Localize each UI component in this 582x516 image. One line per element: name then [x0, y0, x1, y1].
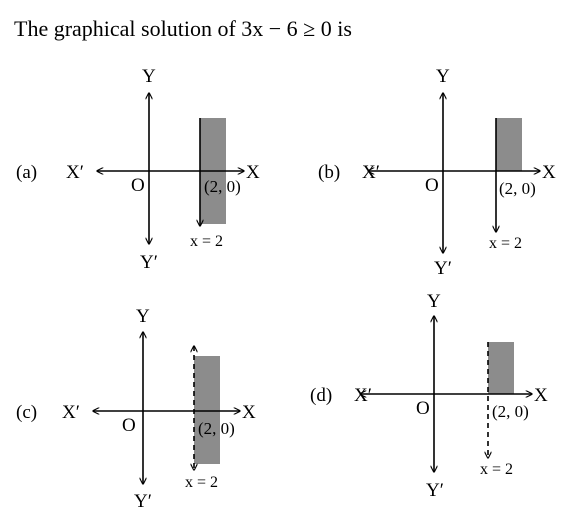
option-a-origin-label: O	[131, 175, 145, 196]
option-b-y-neg-label: Y′	[434, 258, 452, 279]
option-c-label: (c)	[16, 402, 37, 423]
option-d-shaded-region	[488, 342, 514, 394]
option-b-graph[interactable]: (b) X X′ Y Y′ O (2, 0) x = 2	[318, 66, 556, 279]
option-a-label: (a)	[16, 162, 37, 183]
option-d-x-label: X	[534, 385, 548, 406]
option-c-line-label: x = 2	[185, 474, 218, 491]
option-a-point-label: (2, 0)	[204, 177, 241, 196]
question-text: The graphical solution of 3x − 6 ≥ 0 is	[14, 16, 352, 41]
option-b-label: (b)	[318, 162, 340, 183]
option-d-x-neg-label: X′	[354, 385, 372, 406]
option-a-line-label: x = 2	[190, 233, 223, 250]
option-c-y-neg-label: Y′	[134, 491, 152, 512]
option-a-y-label: Y	[142, 66, 156, 87]
option-d-line-label: x = 2	[480, 461, 513, 478]
option-b-shaded-region	[496, 118, 522, 171]
option-b-point-label: (2, 0)	[499, 179, 536, 198]
option-c-shaded-region	[194, 356, 220, 464]
option-a-y-neg-label: Y′	[140, 252, 158, 273]
option-c-graph[interactable]: (c) X X′ Y Y′ O (2, 0) x = 2	[16, 306, 256, 512]
option-d-y-neg-label: Y′	[426, 480, 444, 501]
option-c-origin-label: O	[122, 415, 136, 436]
option-b-line-label: x = 2	[489, 235, 522, 252]
option-c-point-label: (2, 0)	[198, 419, 235, 438]
option-b-origin-label: O	[425, 175, 439, 196]
option-c-x-label: X	[242, 402, 256, 423]
option-d-graph[interactable]: (d) X X′ Y Y′ O (2, 0) x = 2	[310, 291, 548, 501]
option-d-origin-label: O	[416, 398, 430, 419]
option-d-point-label: (2, 0)	[492, 402, 529, 421]
option-b-x-neg-label: X′	[362, 162, 380, 183]
option-c-y-label: Y	[136, 306, 150, 327]
option-d-label: (d)	[310, 385, 332, 406]
option-b-x-label: X	[542, 162, 556, 183]
option-a-x-neg-label: X′	[66, 162, 84, 183]
option-a-graph[interactable]: (a) X X′ Y Y′ O (2, 0) x = 2	[16, 66, 260, 273]
option-a-x-label: X	[246, 162, 260, 183]
option-c-x-neg-label: X′	[62, 402, 80, 423]
option-d-y-label: Y	[427, 291, 441, 312]
option-b-y-label: Y	[436, 66, 450, 87]
